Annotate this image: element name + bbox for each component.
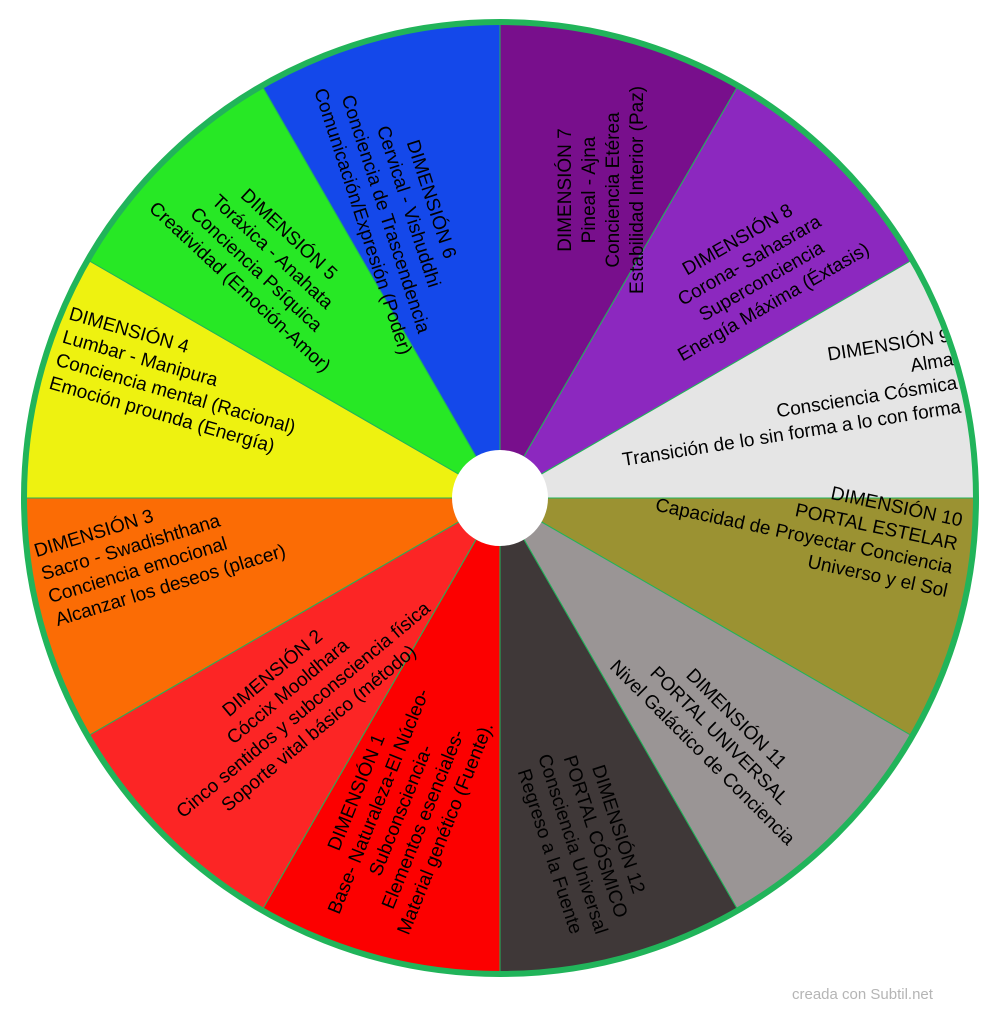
label-dim7-line: Pineal - Ajna xyxy=(579,136,600,243)
label-dim7-line: Conciencia Etérea xyxy=(603,112,624,268)
wheel-slices xyxy=(23,21,977,975)
label-dim7-line: DIMENSIÓN 7 xyxy=(554,128,576,252)
wheel-rim xyxy=(21,19,979,977)
label-dim7-line: Estabilidad Interior (Paz) xyxy=(627,86,648,294)
wheel-center-hole xyxy=(452,450,548,546)
credit-text: creada con Subtil.net xyxy=(792,986,933,1003)
